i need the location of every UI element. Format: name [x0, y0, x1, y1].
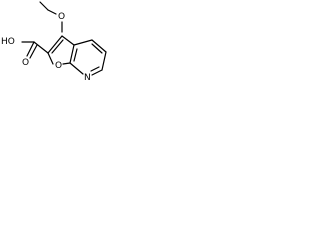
bond-c3a-c7a [69, 44, 75, 64]
bond-c3-c3a [61, 35, 75, 46]
pyridine-nitrogen-label: N [84, 73, 91, 83]
bond-c3a-c4 [73, 39, 93, 46]
bond-carboxyl-c-o [26, 41, 35, 57]
bond-ethyl-terminal [39, 1, 49, 11]
hydroxyl-label: HO [1, 37, 15, 47]
bond-ethyl-ch2-o [47, 9, 57, 15]
chemical-structure-diagram: O HO O O N [1, 1, 107, 83]
bond-c6-n-double [90, 66, 100, 72]
bond-c6-n [91, 69, 103, 76]
bond-c3a-c7a-double [73, 48, 78, 62]
bond-c5-c6 [101, 51, 107, 71]
bond-carboxyl-c-o-double [29, 44, 38, 59]
bond-c2-c3 [47, 35, 63, 54]
bond-c4-c5 [91, 39, 107, 53]
bond-furan-o-c2 [47, 52, 54, 65]
bond-c2-carboxyl-c [33, 41, 49, 54]
bond-n-c7a [69, 62, 84, 75]
bond-c4-c5-double [91, 43, 103, 54]
carbonyl-oxygen-label: O [22, 58, 29, 68]
bond-c2-c3-double [51, 39, 64, 54]
bond-c7a-furan-o [62, 62, 71, 65]
furan-oxygen-label: O [55, 61, 62, 71]
ethoxy-oxygen-label: O [58, 12, 65, 22]
